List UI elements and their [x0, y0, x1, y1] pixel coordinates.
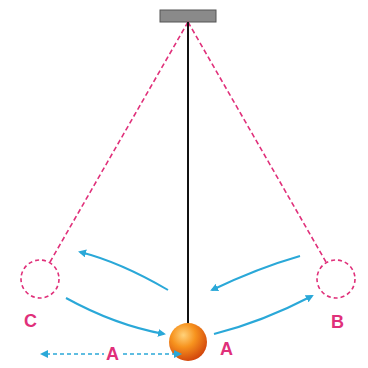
arrow-head [40, 350, 48, 358]
motion-arrow [66, 298, 164, 334]
bob [169, 323, 207, 361]
support-bar [160, 10, 216, 22]
string-left [50, 22, 188, 262]
bob-right [317, 260, 355, 298]
bob-left [21, 260, 59, 298]
position-label: A [218, 340, 235, 358]
string [187, 22, 189, 324]
motion-arrow [212, 256, 300, 290]
motion-arrow [80, 252, 168, 290]
string-right [188, 22, 326, 262]
position-label: C [22, 312, 39, 330]
motion-arrow [214, 296, 312, 334]
amplitude-label: A [104, 345, 121, 363]
position-label: B [329, 313, 346, 331]
